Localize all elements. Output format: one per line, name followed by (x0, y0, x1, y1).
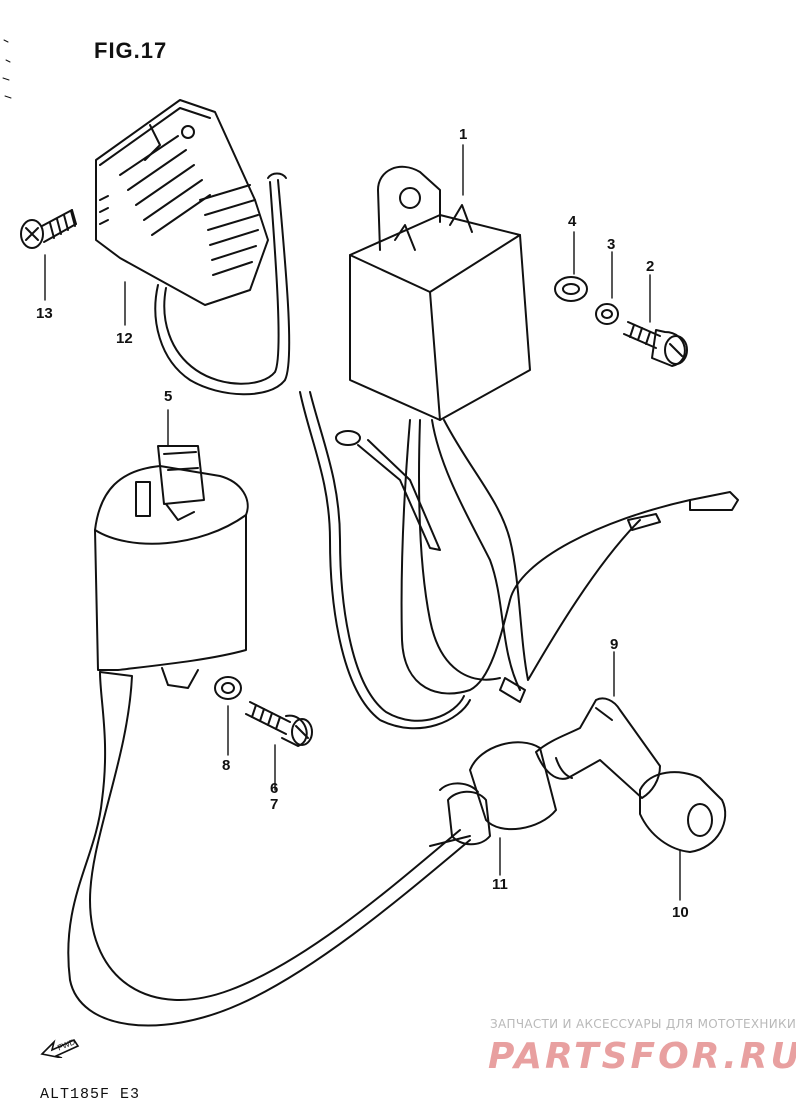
regulator-rectifier-part (95, 99, 291, 396)
callout-3: 3 (607, 236, 616, 253)
callout-8: 8 (222, 757, 231, 774)
lock-washer-part-3 (595, 303, 619, 325)
forward-direction-arrow-icon: FWD (40, 1037, 80, 1058)
svg-text:PARTSFOR.RU: PARTSFOR.RU (488, 1036, 796, 1076)
bolt-part-2 (623, 321, 688, 367)
callout-12: 12 (116, 330, 133, 347)
cdi-unit-part (299, 165, 739, 730)
watermark-tagline: ЗАПЧАСТИ И АКСЕССУАРЫ ДЛЯ МОТОТЕХНИКИ (490, 1017, 797, 1031)
leader-lines (44, 144, 681, 901)
callout-2: 2 (646, 258, 655, 275)
callout-10: 10 (672, 904, 689, 921)
callout-6: 6 (270, 780, 279, 797)
bolt-part-6-7 (245, 701, 313, 747)
washer-part-8 (214, 676, 242, 700)
spark-plug-cap-part-10 (639, 771, 727, 853)
callout-7: 7 (270, 796, 279, 813)
spark-plug-cap-part-9 (535, 697, 661, 799)
fwd-label: FWD (56, 1037, 76, 1052)
callout-4: 4 (568, 213, 577, 230)
washer-part-4 (554, 276, 588, 302)
plug-boot-part-11 (429, 741, 557, 847)
scan-artifact-marks (2, 39, 12, 99)
ignition-coil-part (67, 445, 471, 1027)
callout-13: 13 (36, 305, 53, 322)
callout-1: 1 (459, 126, 468, 143)
watermark-logo: PARTSFOR.RU (488, 1036, 796, 1076)
callout-9: 9 (610, 636, 619, 653)
callout-11: 11 (492, 876, 508, 893)
model-code: ALT185F E3 (40, 1086, 141, 1103)
screw-part-13 (20, 209, 77, 249)
figure-title: FIG.17 (94, 38, 168, 63)
callout-5: 5 (164, 388, 173, 405)
